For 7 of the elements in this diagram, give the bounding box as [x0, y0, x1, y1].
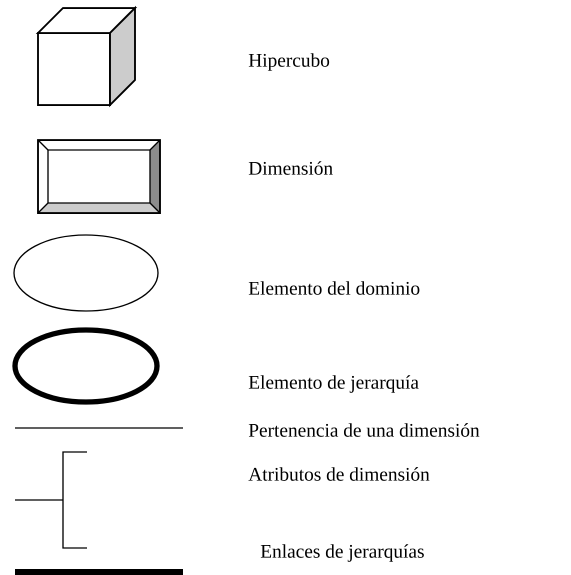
legend-text: Enlaces de jerarquías	[260, 544, 424, 562]
legend-text: Elemento de jerarquía	[248, 375, 419, 393]
legend-text: Atributos de dimensión	[248, 467, 430, 481]
legend-text: Elemento del dominio	[248, 281, 420, 295]
legend-text: Dimensión	[248, 161, 333, 175]
legend-text: Pertenencia de una dimensión	[248, 423, 480, 437]
legend-text: Hipercubo	[248, 53, 330, 71]
